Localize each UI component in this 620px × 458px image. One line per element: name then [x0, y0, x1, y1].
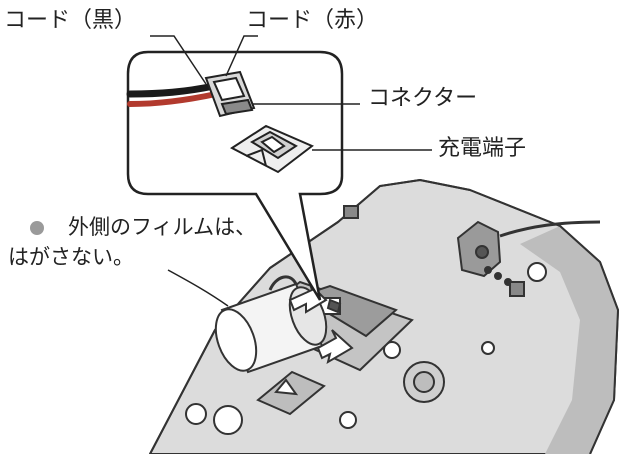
label-connector: コネクター	[368, 86, 478, 111]
note-line-1: 外側のフィルムは、	[68, 215, 257, 239]
label-cord-black: コード（黒）	[4, 8, 137, 33]
leader-lines	[150, 35, 432, 307]
belt-hook	[456, 220, 601, 278]
callout-bubble	[126, 50, 344, 301]
arrow-icon	[316, 329, 354, 365]
connector	[204, 70, 256, 118]
body-details	[185, 205, 547, 435]
leader-cord-red	[225, 35, 258, 77]
leader-film	[167, 269, 229, 307]
cords	[126, 82, 219, 107]
black-cord	[126, 82, 218, 98]
note-line-2: はがさない。	[8, 245, 134, 269]
leader-cord-black	[150, 35, 207, 85]
bullet-icon	[30, 221, 44, 235]
film-note: 外側のフィルムは、 はがさない。	[8, 212, 256, 272]
charging-terminal	[230, 124, 314, 174]
red-cord	[127, 91, 219, 107]
label-cord-red: コード（赤）	[246, 8, 379, 33]
label-charging-terminal: 充電端子	[438, 136, 527, 161]
